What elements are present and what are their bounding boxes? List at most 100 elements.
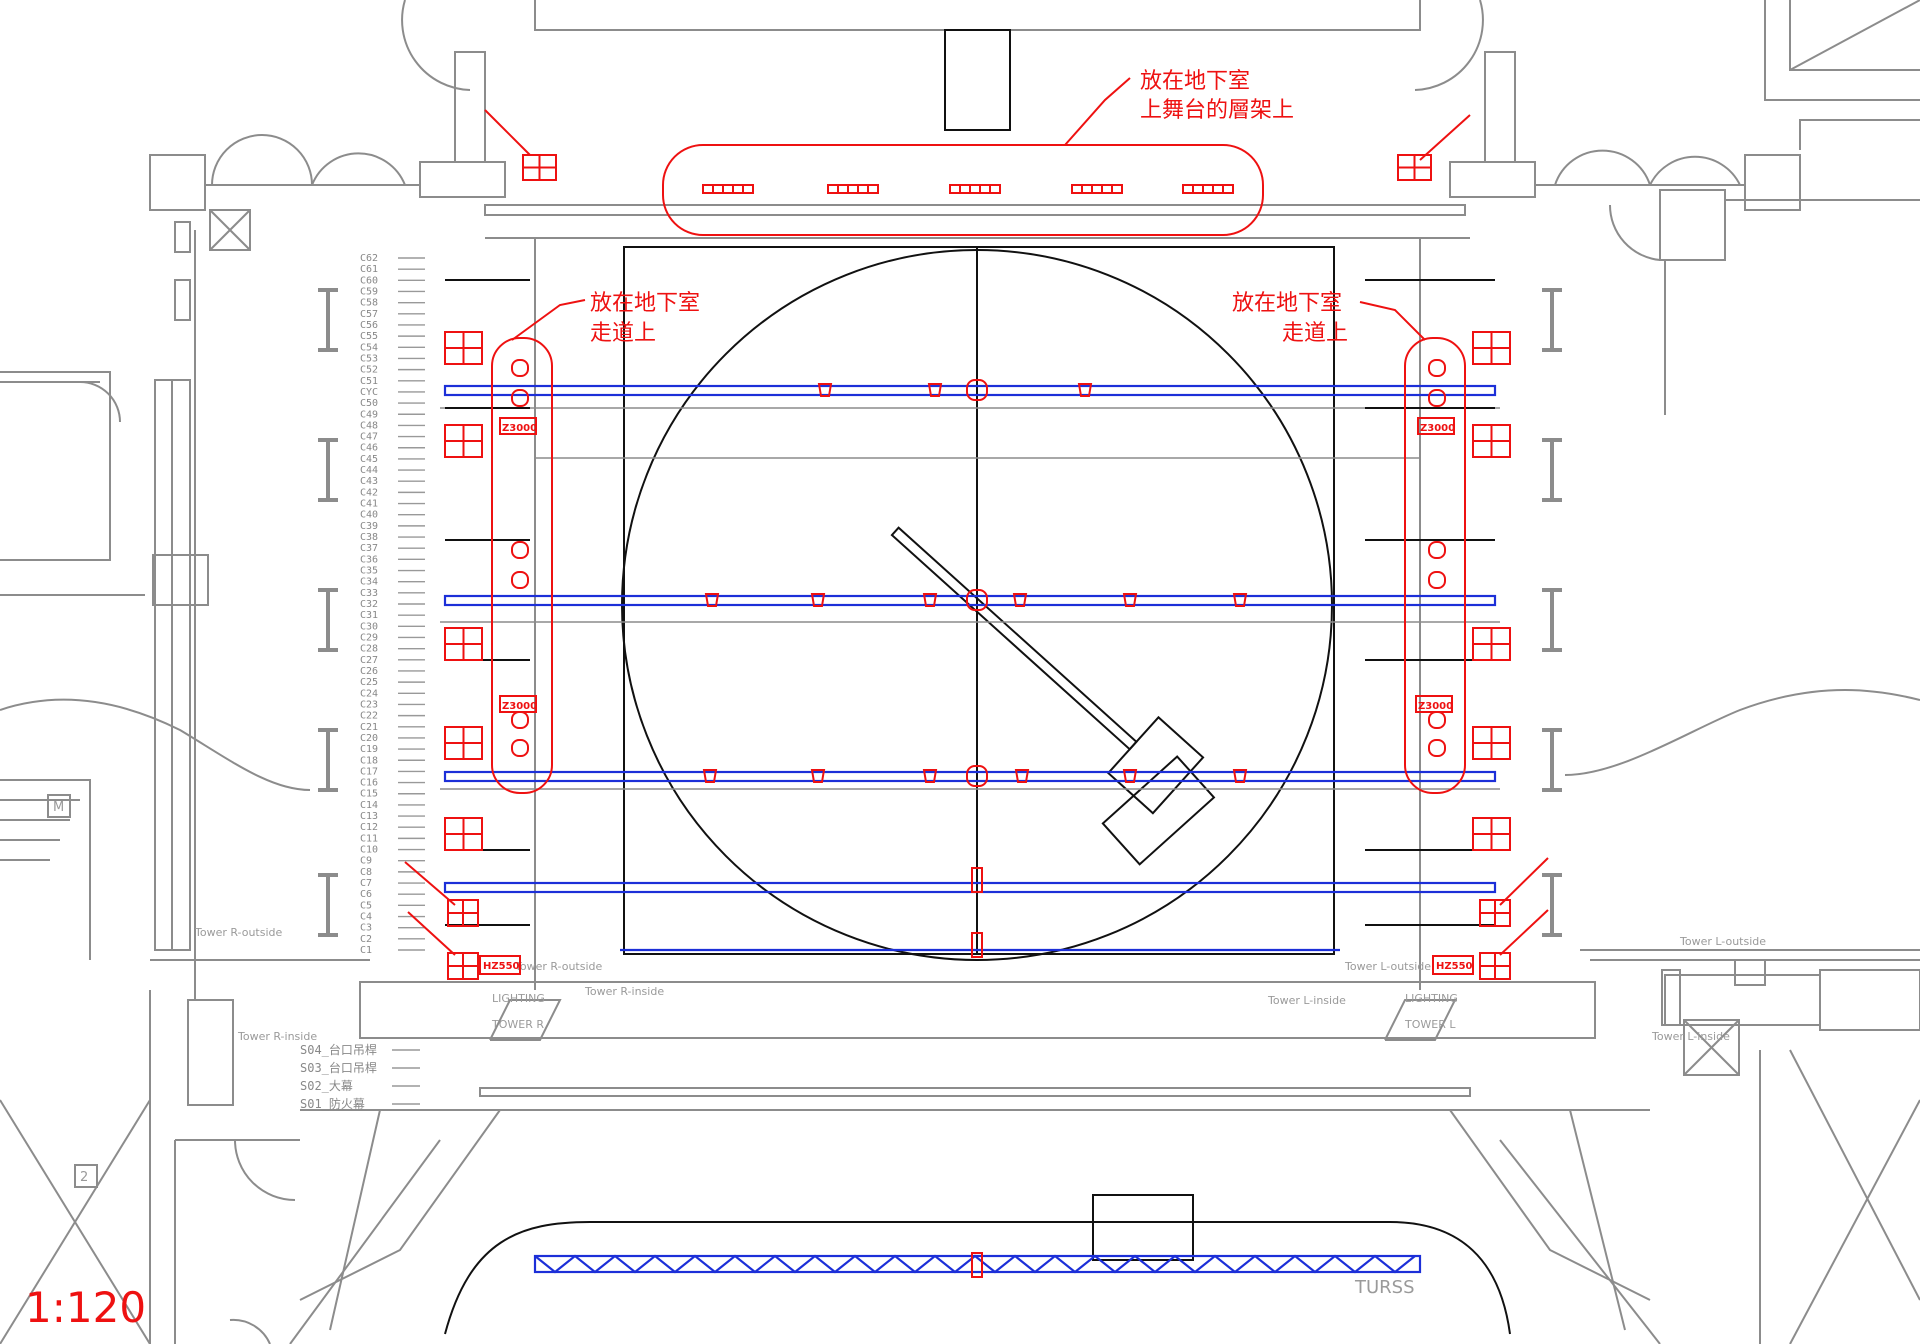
line-set-label: C12 (360, 822, 378, 833)
line-set-label: C10 (360, 845, 378, 856)
fixture-box (447, 952, 479, 980)
label-tower-l: TOWER L (1404, 1018, 1456, 1031)
cloud-left (491, 337, 553, 794)
line-set-label: C62 (360, 253, 378, 264)
line-set-label: C60 (360, 275, 378, 286)
label-lighting-l: LIGHTING (1405, 992, 1458, 1005)
line-set-label: C31 (360, 610, 378, 621)
line-set-label: C20 (360, 733, 378, 744)
line-set-label: C17 (360, 766, 378, 777)
fixture (1077, 383, 1093, 397)
fixture-box (1472, 817, 1511, 851)
fixture-box (447, 899, 479, 927)
moving-head (511, 541, 529, 559)
cloud-right (1404, 337, 1466, 794)
cloud-top (662, 144, 1264, 236)
tag-z3000-right-2: Z3000 (1418, 701, 1453, 712)
line-set-labels: C62C61C60C59C58C57C56C55C54C53C52C51CYCC… (360, 253, 425, 956)
line-set-label: C24 (360, 688, 378, 699)
bottom-line-label: S02_大幕 (300, 1079, 353, 1093)
fixture-box (1472, 627, 1511, 661)
moving-head (1428, 739, 1446, 757)
line-set-label: C13 (360, 811, 378, 822)
moving-head (511, 711, 529, 729)
label-tower-r-inside: Tower R-inside (584, 985, 664, 998)
label-tower-l-outside-2: Tower L-outside (1679, 935, 1766, 948)
moving-head (1428, 359, 1446, 377)
fixture (922, 769, 938, 783)
moving-head (1428, 389, 1446, 407)
tag-z3000-left-1: Z3000 (502, 423, 537, 434)
label-tower-r-outside: Tower R-outside (194, 926, 283, 939)
label-tower-r-outside-2: Tower R-outside (514, 960, 603, 973)
line-set-label: C3 (360, 923, 372, 934)
fixture-strip (949, 184, 1001, 194)
line-set-label: C61 (360, 264, 378, 275)
vertical-fixture (971, 867, 983, 893)
fixture-box (444, 726, 483, 760)
line-set-label: C21 (360, 722, 378, 733)
fixture (810, 769, 826, 783)
line-set-label: C39 (360, 521, 378, 532)
fixture-box (444, 627, 483, 661)
moving-head (511, 571, 529, 589)
line-set-label: C18 (360, 755, 378, 766)
side-stand (318, 873, 338, 937)
line-set-label: C52 (360, 365, 378, 376)
moving-head (1428, 541, 1446, 559)
line-set-label: C30 (360, 621, 378, 632)
fixture-box (1472, 726, 1511, 760)
fixture-strip (1182, 184, 1234, 194)
line-set-label: CYC (360, 387, 378, 398)
fixture-box (444, 331, 483, 365)
fixture-box (1472, 424, 1511, 458)
moving-head (1428, 711, 1446, 729)
moving-head (1428, 571, 1446, 589)
fixture-box (1397, 154, 1432, 181)
label-tower-l-inside-2: Tower L-inside (1651, 1030, 1730, 1043)
bottom-line-label: S03_台口吊桿 (300, 1060, 377, 1075)
line-set-label: C27 (360, 655, 378, 666)
side-stand (1542, 728, 1562, 792)
side-stand (1542, 288, 1562, 352)
line-set-label: C34 (360, 577, 378, 588)
vertical-fixture (971, 932, 983, 958)
line-set-label: C22 (360, 711, 378, 722)
line-set-label: C16 (360, 778, 378, 789)
fixture-box (522, 154, 557, 181)
bottom-line-label: S01_防火幕 (300, 1096, 365, 1111)
line-set-label: C46 (360, 443, 378, 454)
centre-fixture (966, 379, 988, 401)
line-set-label: C37 (360, 543, 378, 554)
fixture-box (444, 424, 483, 458)
label-lighting-r: LIGHTING (492, 992, 545, 1005)
truss-3 (443, 770, 1497, 783)
moving-head (511, 739, 529, 757)
line-set-label: C9 (360, 856, 372, 867)
line-set-label: C29 (360, 632, 378, 643)
truss-1 (443, 384, 1497, 397)
line-set-label: C36 (360, 554, 378, 565)
line-set-label: C43 (360, 476, 378, 487)
fixture (810, 593, 826, 607)
fixture-box (1472, 331, 1511, 365)
line-set-label: C5 (360, 900, 372, 911)
fixture (1232, 769, 1248, 783)
line-set-label: C6 (360, 889, 372, 900)
moving-head (511, 359, 529, 377)
annotation-left-line2: 走道上 (590, 321, 656, 346)
label-stair-m: M (53, 800, 64, 815)
line-set-label: C14 (360, 800, 378, 811)
annotation-top-line1: 放在地下室 (1140, 69, 1250, 94)
line-set-label: C57 (360, 309, 378, 320)
red-annotations: 放在地下室 上舞台的層架上 放在地下室 走道上 放在地下室 走道上 Z3000 … (404, 69, 1549, 1278)
stage-elements (440, 29, 1511, 1335)
line-set-label: C11 (360, 833, 378, 844)
fixture (1122, 593, 1138, 607)
line-set-label: C48 (360, 420, 378, 431)
line-set-label: C55 (360, 331, 378, 342)
line-set-label: C41 (360, 499, 378, 510)
annotation-right-line2: 走道上 (1282, 321, 1348, 346)
